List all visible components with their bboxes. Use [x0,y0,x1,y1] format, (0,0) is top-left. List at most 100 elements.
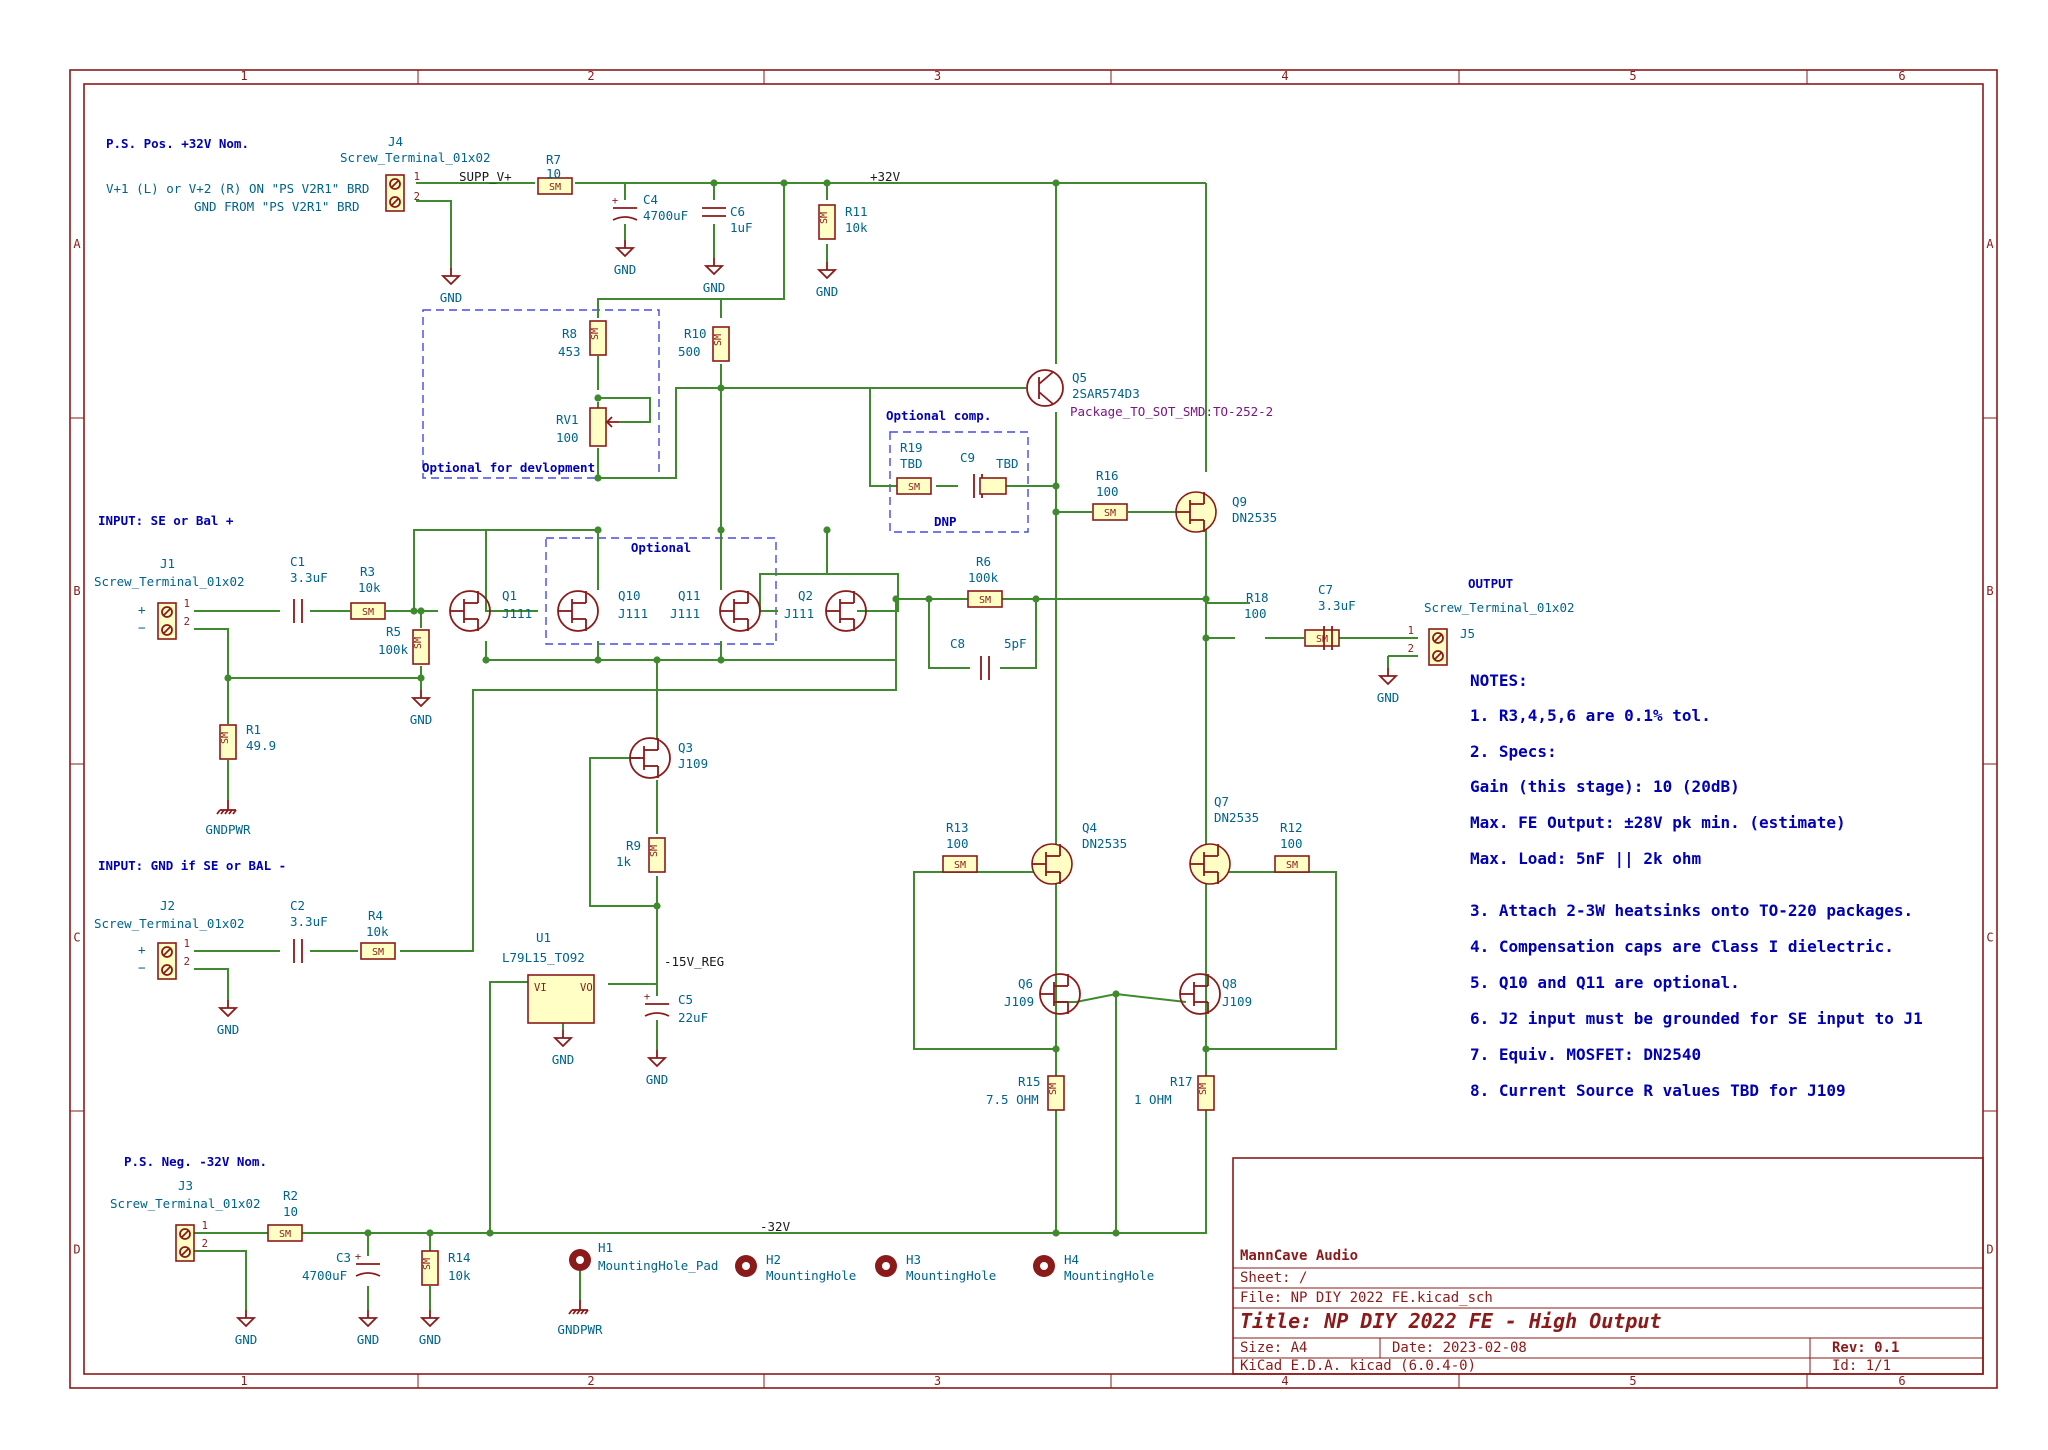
gnd-label: GND [419,1332,442,1347]
wire [598,387,1026,479]
col-marker-bottom: 2 [587,1374,594,1388]
gndpwr-symbol [568,1300,589,1315]
row-marker-left: B [73,584,80,598]
q2-jfet [825,590,867,632]
screw [389,196,401,208]
optional-q10-q11-box [545,537,777,645]
c6-value: 1uF [730,220,753,235]
junction-dot [417,674,425,682]
col-marker-bottom: 3 [934,1374,941,1388]
c3-ref: C3 [336,1250,351,1265]
resistor-body [1092,503,1128,521]
r15-ref: R15 [1018,1074,1041,1089]
screw [161,946,173,958]
r9-ref: R9 [626,838,641,853]
j1-value: Screw_Terminal_01x02 [94,574,245,589]
note-line-7: 4. Compensation caps are Class I dielect… [1470,937,1894,956]
r16-ref: R16 [1096,468,1119,483]
sm-footprint-label: SM [1198,1083,1209,1095]
r9-resistor: SM [648,837,666,873]
c6-capacitor [702,207,726,217]
wire [589,757,657,907]
gnd-triangle [217,1007,239,1018]
c1-ref: C1 [290,554,305,569]
r2-value: 10 [283,1204,298,1219]
junction-dot [1202,634,1210,642]
sm-footprint-label: SM [590,328,601,340]
q6-value: J109 [1004,994,1034,1009]
sm-footprint-label: SM [413,637,424,649]
junction-dot [1032,595,1040,603]
screw [161,606,173,618]
terminal-body [1428,628,1448,666]
optional-label: Optional [631,540,691,555]
row-marker-right: D [1986,1243,1993,1257]
row-marker-left: A [73,237,81,251]
junction-dot [1202,1045,1210,1053]
rv1-ref: RV1 [556,412,579,427]
r6-value: 100k [968,570,999,585]
resistor-body [896,477,932,495]
junction-dot [717,526,725,534]
gnd-label: GND [646,1072,669,1087]
input-pos-header: INPUT: SE or Bal + [98,513,234,528]
gnd-label: GND [217,1022,240,1037]
rv1-wiper [604,416,619,428]
screw-slot [163,608,171,616]
r12-ref: R12 [1280,820,1303,835]
q1-ref: Q1 [502,588,517,603]
r3-resistor: SM [350,602,386,620]
screw-slot [391,180,399,188]
file-field: File: NP DIY 2022 FE.kicad_sch [1240,1290,1493,1306]
junction-dot [653,902,661,910]
r11-value: 10k [845,220,868,235]
junction-dot [1052,508,1060,516]
ps-pos-note-2: GND FROM "PS V2R1" BRD [194,199,360,214]
net-p32: +32V [870,169,901,184]
sm-footprint-label: SM [1104,508,1116,519]
r8-resistor: SM [589,320,607,356]
cap-plate [644,1012,670,1017]
c9-footprint [979,477,1007,495]
ps-pos-header: P.S. Pos. +32V Nom. [106,136,249,151]
j2-value: Screw_Terminal_01x02 [94,916,245,931]
wire [1206,871,1337,1050]
gnd-triangle [410,697,432,708]
bjt-lead [1038,391,1054,405]
junction-dot [1112,990,1120,998]
input-neg-header: INPUT: GND if SE or BAL - [98,858,286,873]
q4-mosfet [1031,843,1073,885]
bjt-body [1026,369,1064,407]
col-marker-top: 2 [587,69,594,83]
wire [598,397,651,423]
c6-ref: C6 [730,204,745,219]
col-marker-bottom: 6 [1898,1374,1905,1388]
q9-mosfet [1175,491,1217,533]
terminal-body [157,602,177,640]
ps-neg-header: P.S. Neg. -32V Nom. [124,1154,267,1169]
sm-footprint-label: SM [908,482,920,493]
r10-ref: R10 [684,326,707,341]
q2-value: J111 [784,606,814,621]
r7-resistor: SM [537,177,573,195]
screw-slot [1434,634,1442,642]
r12-resistor: SM [1274,855,1310,873]
q8-jfet [1179,973,1221,1015]
r14-ref: R14 [448,1250,471,1265]
r19-resistor: SM [896,477,932,495]
optional-dev-box [422,309,660,479]
cap-plate [355,1272,381,1277]
junction-dot [1112,1229,1120,1237]
gnd-triangle [703,265,725,276]
junction-dot [594,526,602,534]
gnd-label: GND [552,1052,575,1067]
c1-capacitor [293,599,303,623]
screw [179,1228,191,1240]
company-name: MannCave Audio [1240,1248,1358,1264]
resistor-body [1274,855,1310,873]
r8-ref: R8 [562,326,577,341]
junction-dot [486,1229,494,1237]
r18-resistor: SM [1304,629,1340,647]
